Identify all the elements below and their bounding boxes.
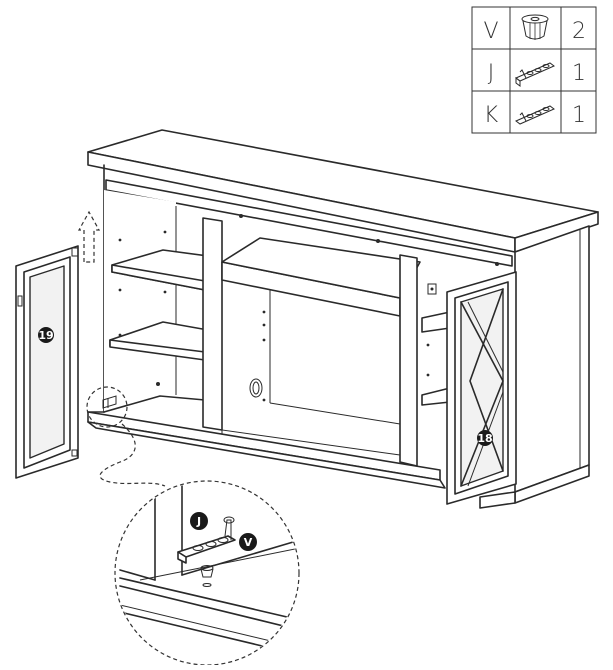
hinge-plate-k-icon <box>515 105 555 125</box>
right-partition <box>399 254 418 467</box>
part-j-badge: J <box>196 515 201 528</box>
door-left-badge: 19 <box>38 329 53 342</box>
parts-row-letter: K <box>484 103 499 128</box>
door-right-badge: 18 <box>477 432 492 445</box>
zoom-detail: J V <box>114 480 300 666</box>
part-v-badge: V <box>244 536 253 549</box>
left-partition <box>202 217 223 431</box>
parts-row-qty: 1 <box>572 103 586 128</box>
hinge-plate-j-icon <box>515 62 555 87</box>
left-door: 19 <box>15 245 79 479</box>
parts-row-letter: J <box>488 61 495 86</box>
parts-table: V 2 J 1 K 1 <box>471 6 597 134</box>
lift-arrow-icon <box>77 210 101 263</box>
cup-bushing-icon <box>521 14 549 40</box>
cable-hole <box>249 378 263 398</box>
cabinet-right-side <box>514 225 590 493</box>
back-rail <box>105 179 513 267</box>
cabinet <box>87 129 599 509</box>
parts-row-qty: 1 <box>572 61 586 86</box>
parts-row-letter: V <box>483 19 498 44</box>
parts-row-qty: 2 <box>572 19 586 44</box>
hinge-location-callout <box>86 386 166 487</box>
right-door: 18 <box>446 271 517 505</box>
